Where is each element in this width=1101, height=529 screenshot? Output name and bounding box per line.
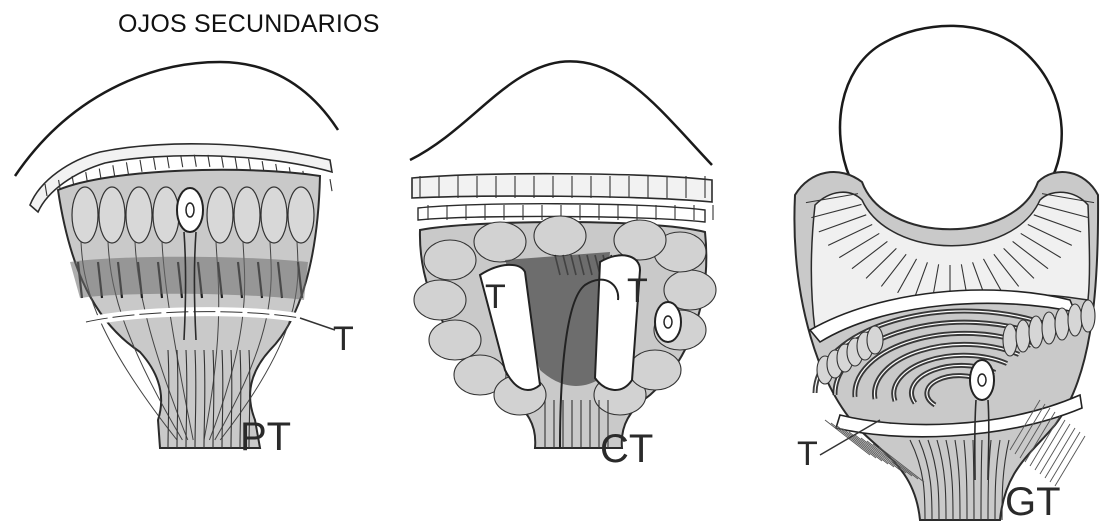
eye-gt: T GT — [794, 26, 1098, 524]
eye-gt-highlight-cell — [970, 360, 994, 400]
eye-ct: T T CT — [410, 61, 716, 471]
eye-ct-highlight-cell — [655, 302, 681, 342]
eye-gt-tapetum-label: T — [797, 435, 818, 473]
eye-pt: T PT — [15, 62, 354, 459]
eye-pt-tapetum-pointer — [300, 318, 335, 330]
eye-ct-tapetum-label-right: T — [627, 272, 648, 310]
eye-pt-pigment-layer — [70, 257, 308, 300]
eye-pt-label: PT — [240, 415, 291, 459]
eye-pt-highlight-cell — [177, 188, 203, 232]
eye-gt-lens — [840, 26, 1062, 178]
eye-pt-tapetum-label: T — [333, 320, 354, 358]
eye-ct-lens — [410, 61, 712, 165]
eye-gt-label: GT — [1005, 480, 1061, 524]
eye-ct-label: CT — [600, 427, 653, 471]
eye-ct-tapetum-label-left: T — [485, 278, 506, 316]
